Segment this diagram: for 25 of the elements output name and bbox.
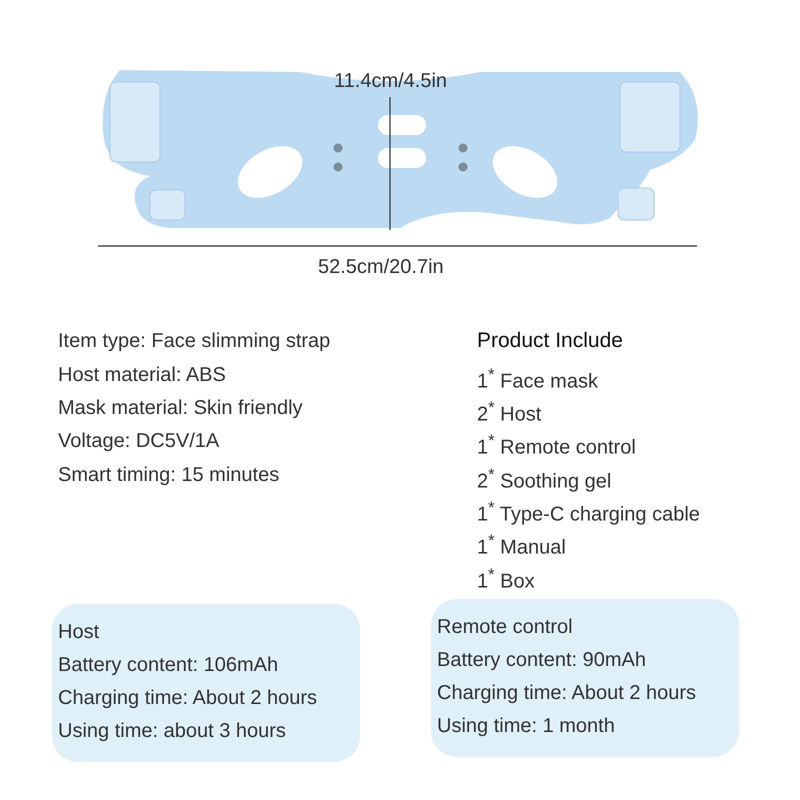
list-item: 1$^{*}$ Manual	[477, 530, 566, 560]
spec-text: Charging time: About 2 hours	[58, 686, 318, 711]
list-item: 1$^{*}$ Remote control	[477, 430, 636, 460]
info-panel	[52, 604, 360, 762]
spec-text: Mask material: Skin friendly	[58, 396, 303, 420]
spec-text: Charging time: About 2 hours	[437, 681, 698, 706]
spec-text: Smart timing: 15 minutes	[58, 463, 280, 487]
list-heading: Product Include	[477, 329, 623, 353]
spec-text: Battery content: 106mAh	[58, 653, 280, 678]
list-item: 2$^{*}$ Host	[477, 397, 542, 427]
dimension-label: 52.5cm/20.7in	[318, 255, 444, 279]
list-item: 1$^{*}$ Face mask	[477, 364, 598, 394]
list-item: 2$^{*}$ Soothing gel	[477, 464, 612, 494]
spec-text: Using time: 1 month	[437, 714, 616, 739]
spec-text: Host material: ABS	[58, 363, 226, 387]
dimension-label: 11.4cm/4.5in	[334, 69, 448, 93]
spec-text: Using time: about 3 hours	[58, 719, 287, 744]
info-panel	[431, 599, 739, 757]
spec-text: Voltage: DC5V/1A	[58, 429, 220, 453]
spec-text: Battery content: 90mAh	[437, 648, 648, 673]
panel-heading: Host	[58, 620, 100, 645]
spec-text: Item type: Face slimming strap	[58, 329, 330, 353]
panel-heading: Remote control	[437, 615, 574, 640]
list-item: 1$^{*}$ Box	[477, 564, 535, 594]
list-item: 1$^{*}$ Type-C charging cable	[477, 497, 700, 527]
